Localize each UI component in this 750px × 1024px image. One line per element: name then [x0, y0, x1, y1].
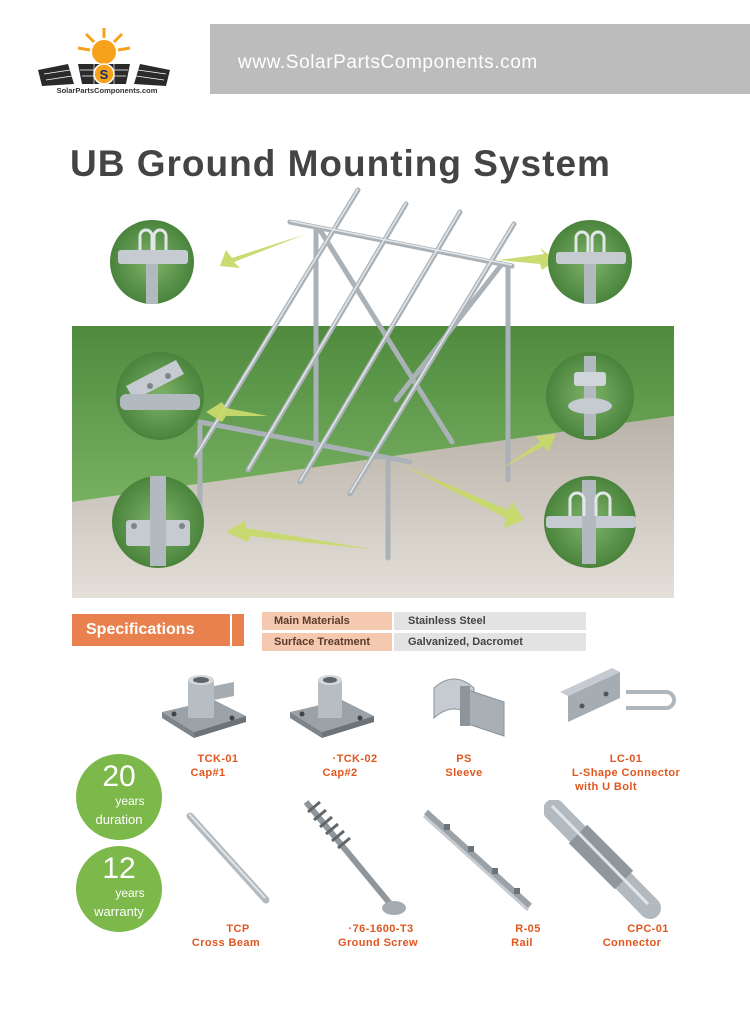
mounting-system-illustration [0, 180, 750, 600]
arrow-top-right [498, 248, 556, 270]
arrow-mid-right [502, 434, 556, 468]
product-image-tcp [180, 810, 280, 906]
warranty-label: warranty [94, 904, 144, 919]
url-banner: www.SolarPartsComponents.com [210, 24, 750, 94]
duration-label: duration [95, 812, 143, 827]
product-image-ps [424, 668, 510, 744]
page-title: UB Ground Mounting System [70, 143, 611, 184]
detail-circle-mid-right [546, 352, 634, 440]
ground-block [72, 326, 674, 598]
product-image-tck-01 [158, 666, 250, 742]
product-name-r-05: Rail [511, 937, 533, 949]
warranty-badge: 12 years warranty [76, 846, 162, 932]
detail-circle-top-left [110, 220, 194, 304]
warranty-number: 12 [102, 852, 136, 885]
duration-number: 20 [102, 760, 136, 793]
product-name-ps: Sleeve [445, 767, 483, 779]
product-name-tcp: Cross Beam [191, 937, 261, 949]
website-url[interactable]: www.SolarPartsComponents.com [238, 52, 538, 73]
l-connector-icon [560, 668, 676, 722]
logo-letter: S [100, 67, 109, 82]
arrow-bottom-right [400, 464, 524, 528]
ground-screw-icon [303, 800, 406, 915]
product-name-cpc-01: Connector [602, 937, 662, 949]
spec-value-materials: Stainless Steel [394, 612, 586, 630]
product-name-lc-01-line2: with U Bolt [575, 781, 637, 793]
logo-sun-panels-icon: S [38, 28, 170, 86]
sleeve-icon [433, 678, 505, 737]
product-code-tcp: TCP [226, 923, 250, 935]
rail-icon [422, 809, 533, 912]
duration-unit: years [115, 794, 145, 808]
specifications-label: Specifications [72, 614, 230, 646]
product-code-ps: PS [456, 753, 472, 765]
logo-caption: SolarPartsComponents.com [56, 86, 158, 95]
spec-key-materials: Main Materials [262, 612, 392, 630]
spec-value-surface: Galvanized, Dacromet [394, 633, 586, 651]
product-image-tck-02 [286, 666, 378, 742]
arrow-top-left [220, 234, 306, 268]
detail-circle-top-right [548, 220, 632, 304]
detail-circle-bottom-left [112, 476, 204, 568]
product-name-tck-01: Cap#1 [190, 767, 226, 779]
tube-icon [186, 812, 270, 904]
product-code-r-05: R-05 [515, 923, 541, 935]
product-code-ground-screw: ·76-1600-T3 [348, 923, 414, 935]
detail-circle-mid-left [116, 352, 204, 440]
spec-key-surface: Surface Treatment [262, 633, 392, 651]
cap-base-icon [162, 675, 246, 738]
arrow-bottom-left [226, 520, 376, 550]
cap-base-icon [290, 675, 374, 738]
warranty-unit: years [115, 886, 145, 900]
arrow-mid-left [206, 402, 268, 422]
company-logo: S SolarPartsComponents.com [34, 28, 174, 100]
product-image-ground-screw [298, 796, 408, 926]
duration-badge: 20 years duration [76, 754, 162, 840]
product-name-ground-screw: Ground Screw [338, 937, 418, 949]
callout-arrows [206, 234, 556, 550]
product-code-tck-01: TCK-01 [197, 753, 239, 765]
product-code-tck-02: ·TCK-02 [332, 753, 378, 765]
product-image-cpc-01 [543, 799, 664, 920]
product-image-lc-01 [556, 662, 680, 742]
specifications-tab [230, 614, 244, 646]
product-image-r-05 [420, 804, 538, 914]
product-code-lc-01: LC-01 [609, 753, 643, 765]
product-name-lc-01: L-Shape Connector [571, 767, 681, 779]
detail-circle-bottom-right [544, 476, 636, 568]
product-name-tck-02: Cap#2 [322, 767, 358, 779]
product-code-cpc-01: CPC-01 [627, 923, 669, 935]
pipe-connector-icon [543, 799, 661, 919]
